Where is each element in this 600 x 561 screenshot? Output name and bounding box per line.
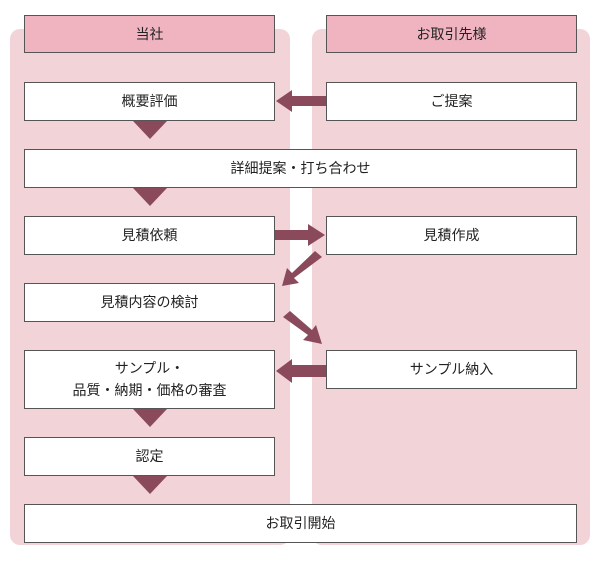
company-lane-header: 当社 <box>24 15 275 53</box>
step-quote-review: 見積内容の検討 <box>24 283 275 322</box>
company-lane-label: 当社 <box>135 27 164 43</box>
supplier-lane-label: お取引先様 <box>416 27 487 43</box>
step-start-trading: お取引開始 <box>24 504 577 543</box>
step-proposal: ご提案 <box>326 82 577 121</box>
step-quote-request: 見積依頼 <box>24 216 275 255</box>
step-overview-eval: 概要評価 <box>24 82 275 121</box>
step-certification: 認定 <box>24 437 275 476</box>
step-sample-delivery: サンプル納入 <box>326 350 577 389</box>
step-detail-meeting: 詳細提案・打ち合わせ <box>24 149 577 188</box>
step-quote-create: 見積作成 <box>326 216 577 255</box>
supplier-lane-header: お取引先様 <box>326 15 577 53</box>
step-sample-review: サンプル・ 品質・納期・価格の審査 <box>24 350 275 409</box>
